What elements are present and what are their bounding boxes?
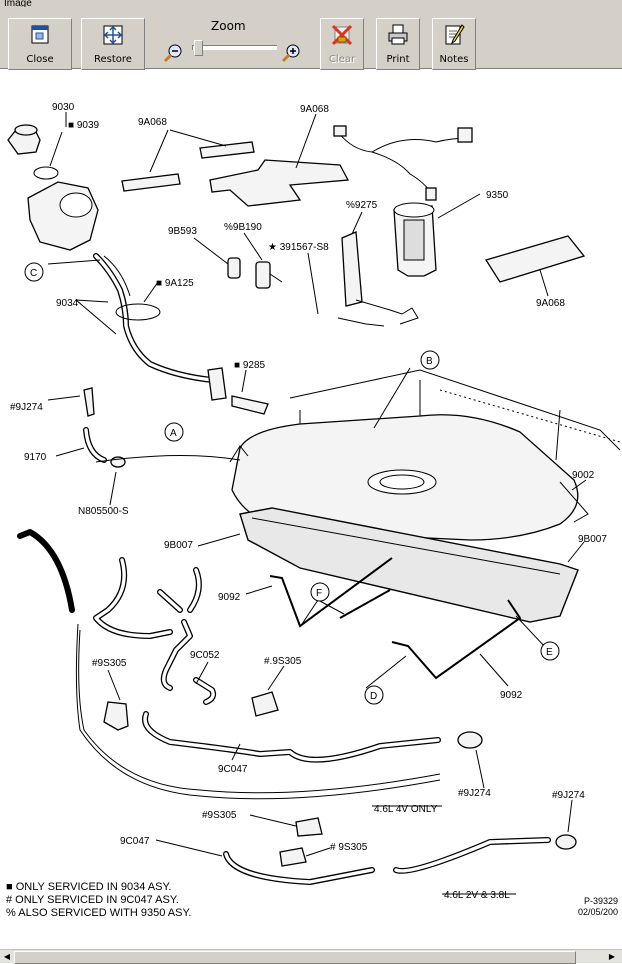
print-button[interactable]: Print — [376, 18, 420, 70]
callout-a: A — [170, 428, 177, 439]
callout-d: D — [370, 691, 377, 702]
label-9b007-right: 9B007 — [578, 534, 607, 545]
label-9030: 9030 — [52, 102, 75, 113]
label-9b593: 9B593 — [168, 226, 197, 237]
horizontal-scrollbar[interactable]: ◀ ▶ — [0, 949, 622, 964]
label-9c047-mid: 9C047 — [218, 764, 248, 775]
window-title: Image — [0, 0, 622, 7]
label-9170: 9170 — [24, 452, 47, 463]
close-window-icon — [31, 25, 49, 44]
label-9285: ■ 9285 — [234, 360, 266, 371]
label-9s305-mid: #.9S305 — [264, 656, 302, 667]
callout-b: B — [426, 356, 433, 367]
label-9350: 9350 — [486, 190, 509, 201]
restore-window-icon — [103, 25, 123, 45]
label-9j274-top: #9J274 — [10, 402, 43, 413]
label-4v-only: 4.6L 4V ONLY — [374, 804, 438, 815]
label-9b007-left: 9B007 — [164, 540, 193, 551]
label-9c047-lower: 9C047 — [120, 836, 150, 847]
zoom-slider-track[interactable] — [192, 45, 277, 50]
restore-button[interactable]: Restore — [81, 18, 145, 70]
callout-c: C — [30, 268, 37, 279]
clear-button-label: Clear — [328, 54, 356, 65]
restore-button-label: Restore — [94, 54, 132, 65]
notes-button-label: Notes — [439, 54, 469, 65]
close-button-label: Close — [26, 54, 54, 65]
label-9j274-mid: #9J274 — [458, 788, 491, 799]
clear-icon — [331, 24, 353, 46]
legend-line-2: # ONLY SERVICED IN 9C047 ASY. — [6, 894, 179, 906]
legend-line-3: % ALSO SERVICED WITH 9350 ASY. — [6, 907, 191, 919]
notes-icon — [445, 24, 465, 45]
callout-e: E — [546, 647, 553, 658]
zoom-out-icon[interactable] — [163, 43, 183, 63]
scrollbar-thumb[interactable] — [14, 951, 576, 964]
label-9002: 9002 — [572, 470, 595, 481]
label-9j274-right: #9J274 — [552, 790, 585, 801]
label-9s305-lower: #9S305 — [202, 810, 237, 821]
label-9b190: %9B190 — [224, 222, 262, 233]
label-391567: ★ 391567-S8 — [268, 242, 329, 253]
legend-line-1: ■ ONLY SERVICED IN 9034 ASY. — [6, 881, 171, 893]
label-9092-top: 9092 — [218, 592, 241, 603]
label-n805500: N805500-S — [78, 506, 129, 517]
label-9a068-top: 9A068 — [300, 104, 329, 115]
fuel-system-exploded-diagram[interactable]: 9030 ■ 9039 9A068 9A068 9350 %9275 9B593… — [0, 70, 622, 949]
callout-f: F — [316, 588, 322, 599]
reference-date: 02/05/200 — [578, 907, 618, 917]
label-9s305-bottom: # 9S305 — [330, 842, 368, 853]
printer-icon — [388, 24, 408, 45]
clear-button[interactable]: Clear — [320, 18, 364, 70]
label-9a068-left: 9A068 — [138, 117, 167, 128]
label-9034: 9034 — [56, 298, 79, 309]
label-9c052: 9C052 — [190, 650, 220, 661]
label-2v-38l: 4.6L 2V & 3.8L — [444, 890, 510, 901]
scroll-left-arrow-icon[interactable]: ◀ — [3, 952, 11, 961]
close-button[interactable]: Close — [8, 18, 72, 70]
label-9092-bottom: 9092 — [500, 690, 523, 701]
label-9a068-right: 9A068 — [536, 298, 565, 309]
toolbar: Close Restore Zoom Clear — [0, 7, 622, 70]
print-button-label: Print — [386, 54, 410, 65]
scroll-right-arrow-icon[interactable]: ▶ — [608, 952, 616, 961]
zoom-in-icon[interactable] — [281, 43, 301, 63]
notes-button[interactable]: Notes — [432, 18, 476, 70]
zoom-slider-thumb[interactable] — [194, 40, 203, 56]
reference-number: P-39329 — [584, 896, 618, 906]
zoom-label: Zoom — [211, 19, 246, 33]
label-9039: ■ 9039 — [68, 120, 100, 131]
label-9275: %9275 — [346, 200, 378, 211]
label-9a125: ■ 9A125 — [156, 278, 194, 289]
label-9s305-left: #9S305 — [92, 658, 127, 669]
